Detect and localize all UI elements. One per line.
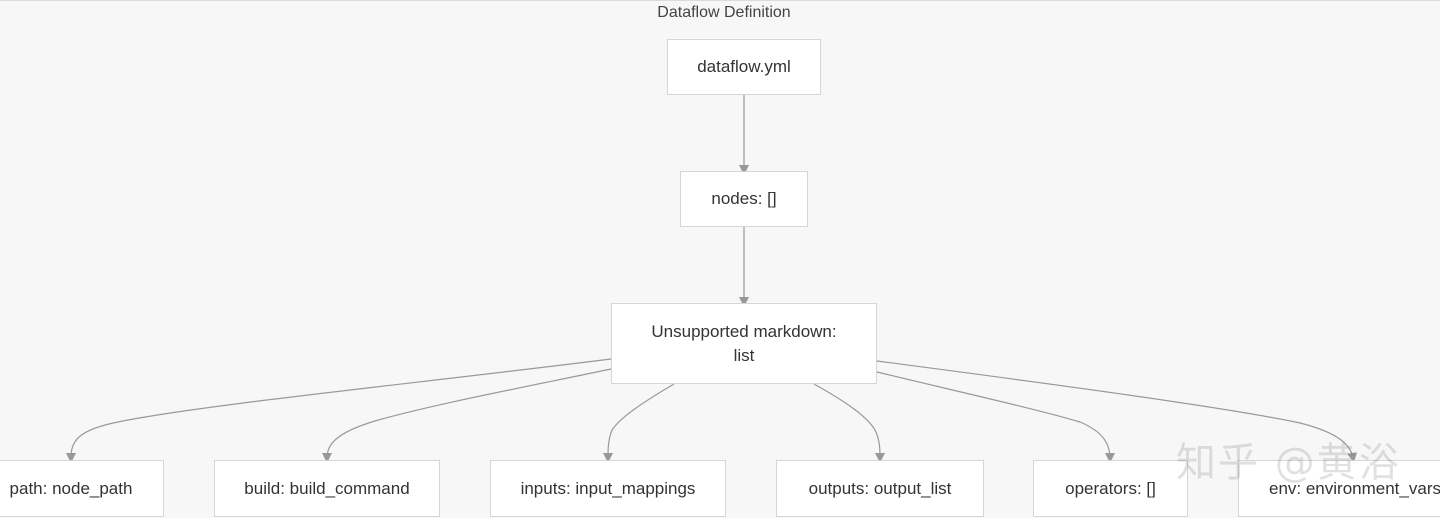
node-outputs: outputs: output_list <box>776 460 984 517</box>
node-inputs: inputs: input_mappings <box>490 460 726 517</box>
node-operators: operators: [] <box>1033 460 1188 517</box>
watermark: 知乎 @黄浴 <box>1176 440 1401 486</box>
edge-list-to-operators <box>876 371 1115 463</box>
node-path: path: node_path <box>0 460 164 517</box>
node-label-line1: Unsupported markdown: <box>651 321 837 341</box>
node-build: build: build_command <box>214 460 440 517</box>
diagram-title: Dataflow Definition <box>657 4 791 21</box>
edge-list-to-env <box>876 360 1358 463</box>
node-dataflow-yml: dataflow.yml <box>667 39 821 95</box>
node-label: outputs: output_list <box>808 478 952 498</box>
node-label-line2: list <box>733 345 755 365</box>
node-label: build: build_command <box>244 478 410 498</box>
node-label: inputs: input_mappings <box>520 478 696 498</box>
node-unsupported-markdown-list: Unsupported markdown: list <box>611 303 877 384</box>
node-label: path: node_path <box>9 478 133 498</box>
node-env: env: environment_vars <box>1238 460 1440 517</box>
node-label: nodes: [] <box>711 189 777 208</box>
node-nodes: nodes: [] <box>680 171 808 227</box>
edge-list-to-build <box>322 368 612 463</box>
edge-list-to-path <box>66 358 612 463</box>
edge-list-to-outputs <box>813 383 885 463</box>
node-label: operators: [] <box>1065 478 1156 498</box>
node-label: env: environment_vars <box>1269 478 1440 498</box>
edge-list-to-inputs <box>603 383 675 463</box>
node-label: dataflow.yml <box>697 57 791 76</box>
